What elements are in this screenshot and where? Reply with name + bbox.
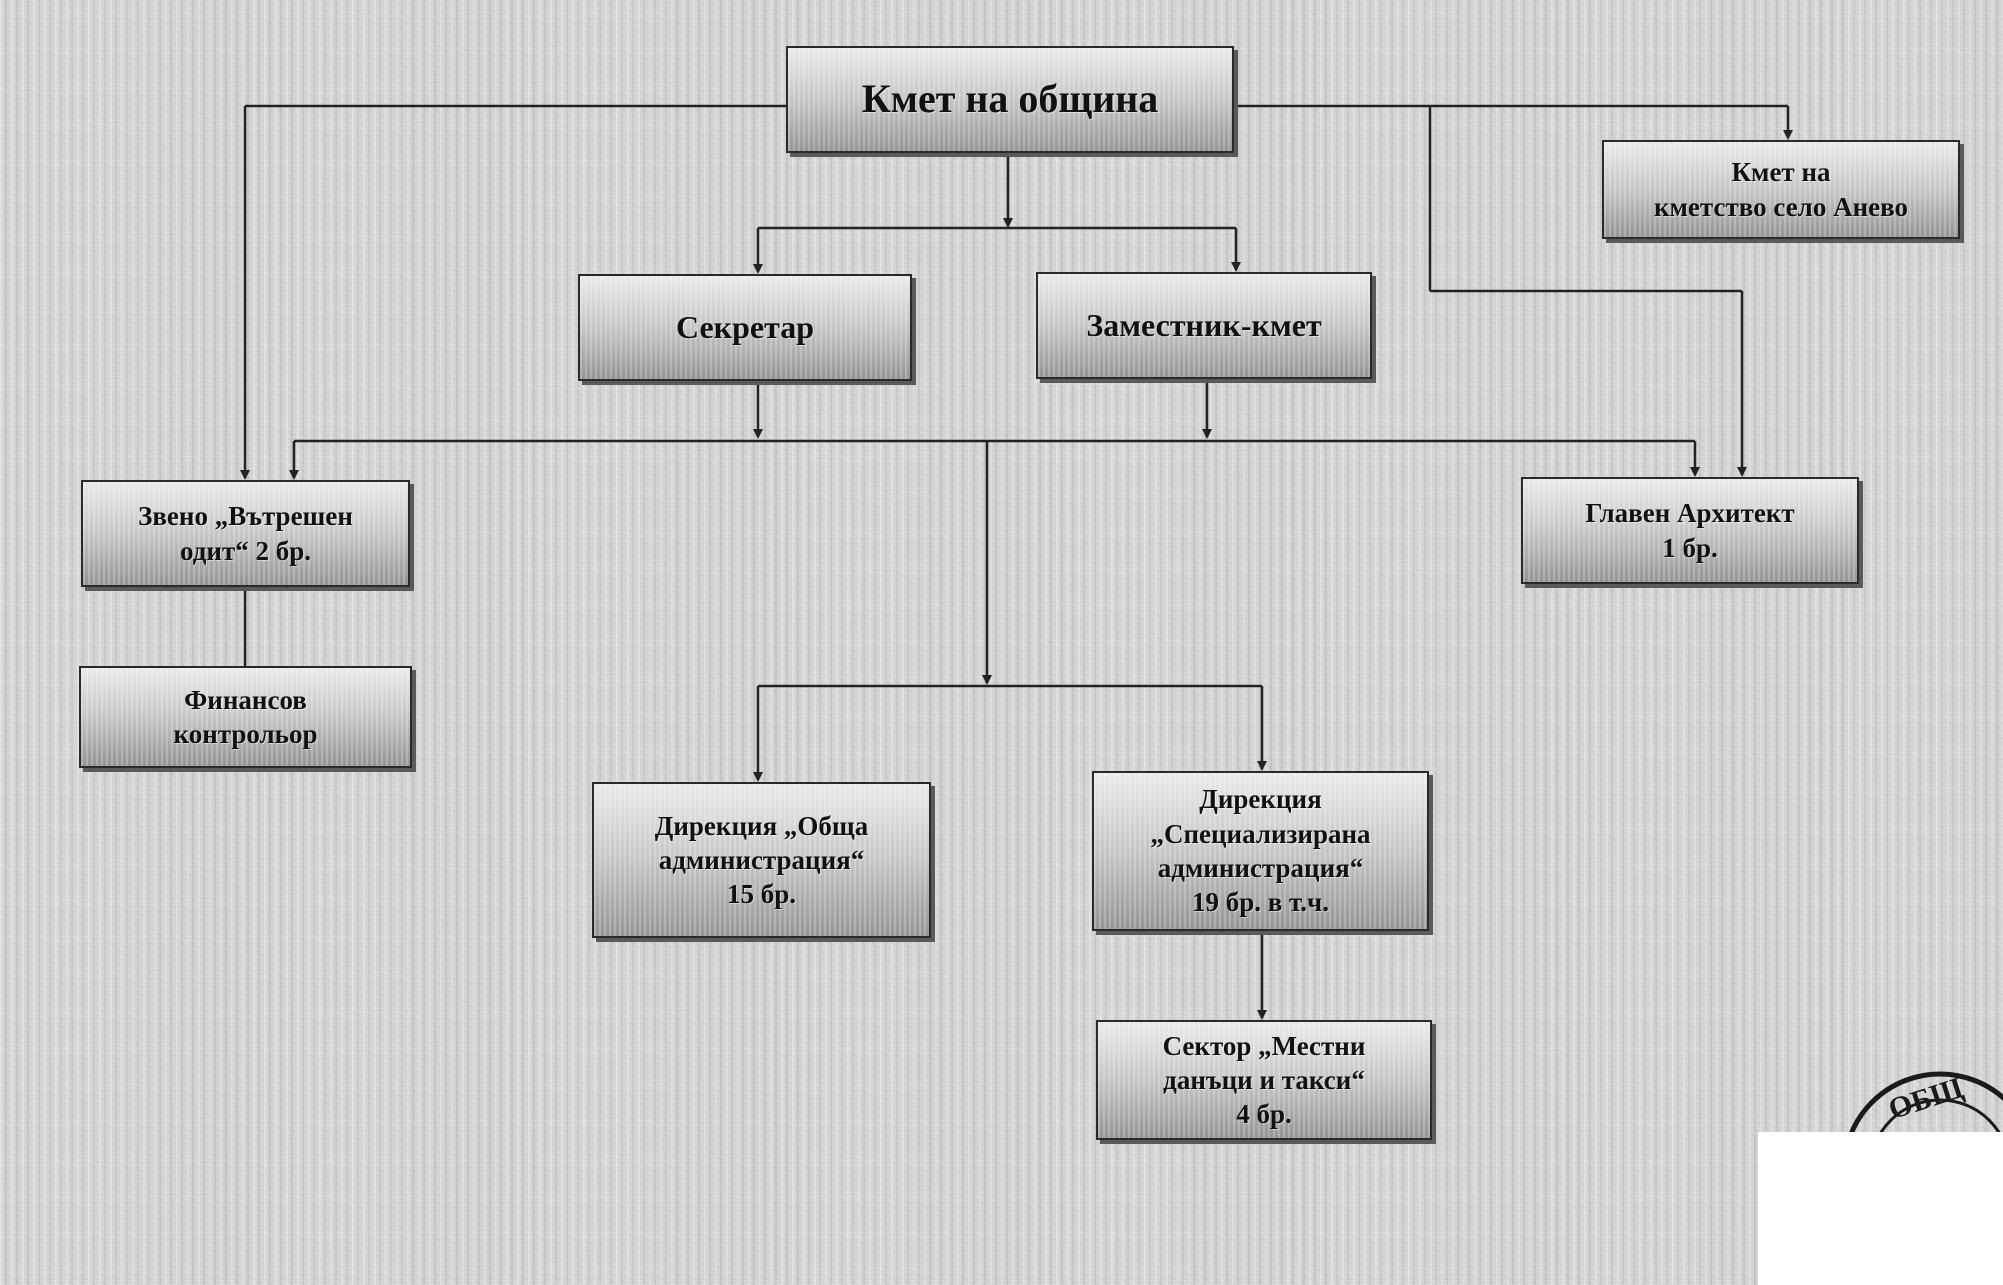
node-general-administration-label: Дирекция „Обща администрация“ 15 бр. <box>654 810 869 910</box>
blank-corner-patch <box>1758 1132 2003 1285</box>
node-financial-controller: Финансов контрольор <box>79 666 412 768</box>
node-secretary-label: Секретар <box>675 309 815 346</box>
seal-text: ОБЩ <box>1885 1071 1968 1126</box>
node-mayor-label: Кмет на община <box>861 76 1159 122</box>
node-village-mayor: Кмет на кметство село Анево <box>1602 140 1960 239</box>
node-financial-controller-label: Финансов контрольор <box>173 684 318 749</box>
node-specialized-administration: Дирекция „Специализирана администрация“ … <box>1092 771 1429 931</box>
node-specialized-administration-label: Дирекция „Специализирана администрация“ … <box>1150 784 1371 918</box>
node-secretary: Секретар <box>578 274 912 381</box>
node-internal-audit: Звено „Вътрешен одит“ 2 бр. <box>81 480 410 587</box>
node-chief-architect-label: Главен Архитект 1 бр. <box>1585 498 1795 563</box>
node-general-administration: Дирекция „Обща администрация“ 15 бр. <box>592 782 931 938</box>
node-local-taxes-sector-label: Сектор „Местни данъци и такси“ 4 бр. <box>1162 1030 1366 1130</box>
connector-lines <box>240 104 1793 1020</box>
node-deputy-mayor-label: Заместник-кмет <box>1086 307 1322 344</box>
node-mayor: Кмет на община <box>786 46 1234 153</box>
node-chief-architect: Главен Архитект 1 бр. <box>1521 477 1859 584</box>
node-local-taxes-sector: Сектор „Местни данъци и такси“ 4 бр. <box>1096 1020 1432 1140</box>
node-deputy-mayor: Заместник-кмет <box>1036 272 1372 379</box>
node-village-mayor-label: Кмет на кметство село Анево <box>1653 157 1909 222</box>
node-internal-audit-label: Звено „Вътрешен одит“ 2 бр. <box>138 501 353 566</box>
